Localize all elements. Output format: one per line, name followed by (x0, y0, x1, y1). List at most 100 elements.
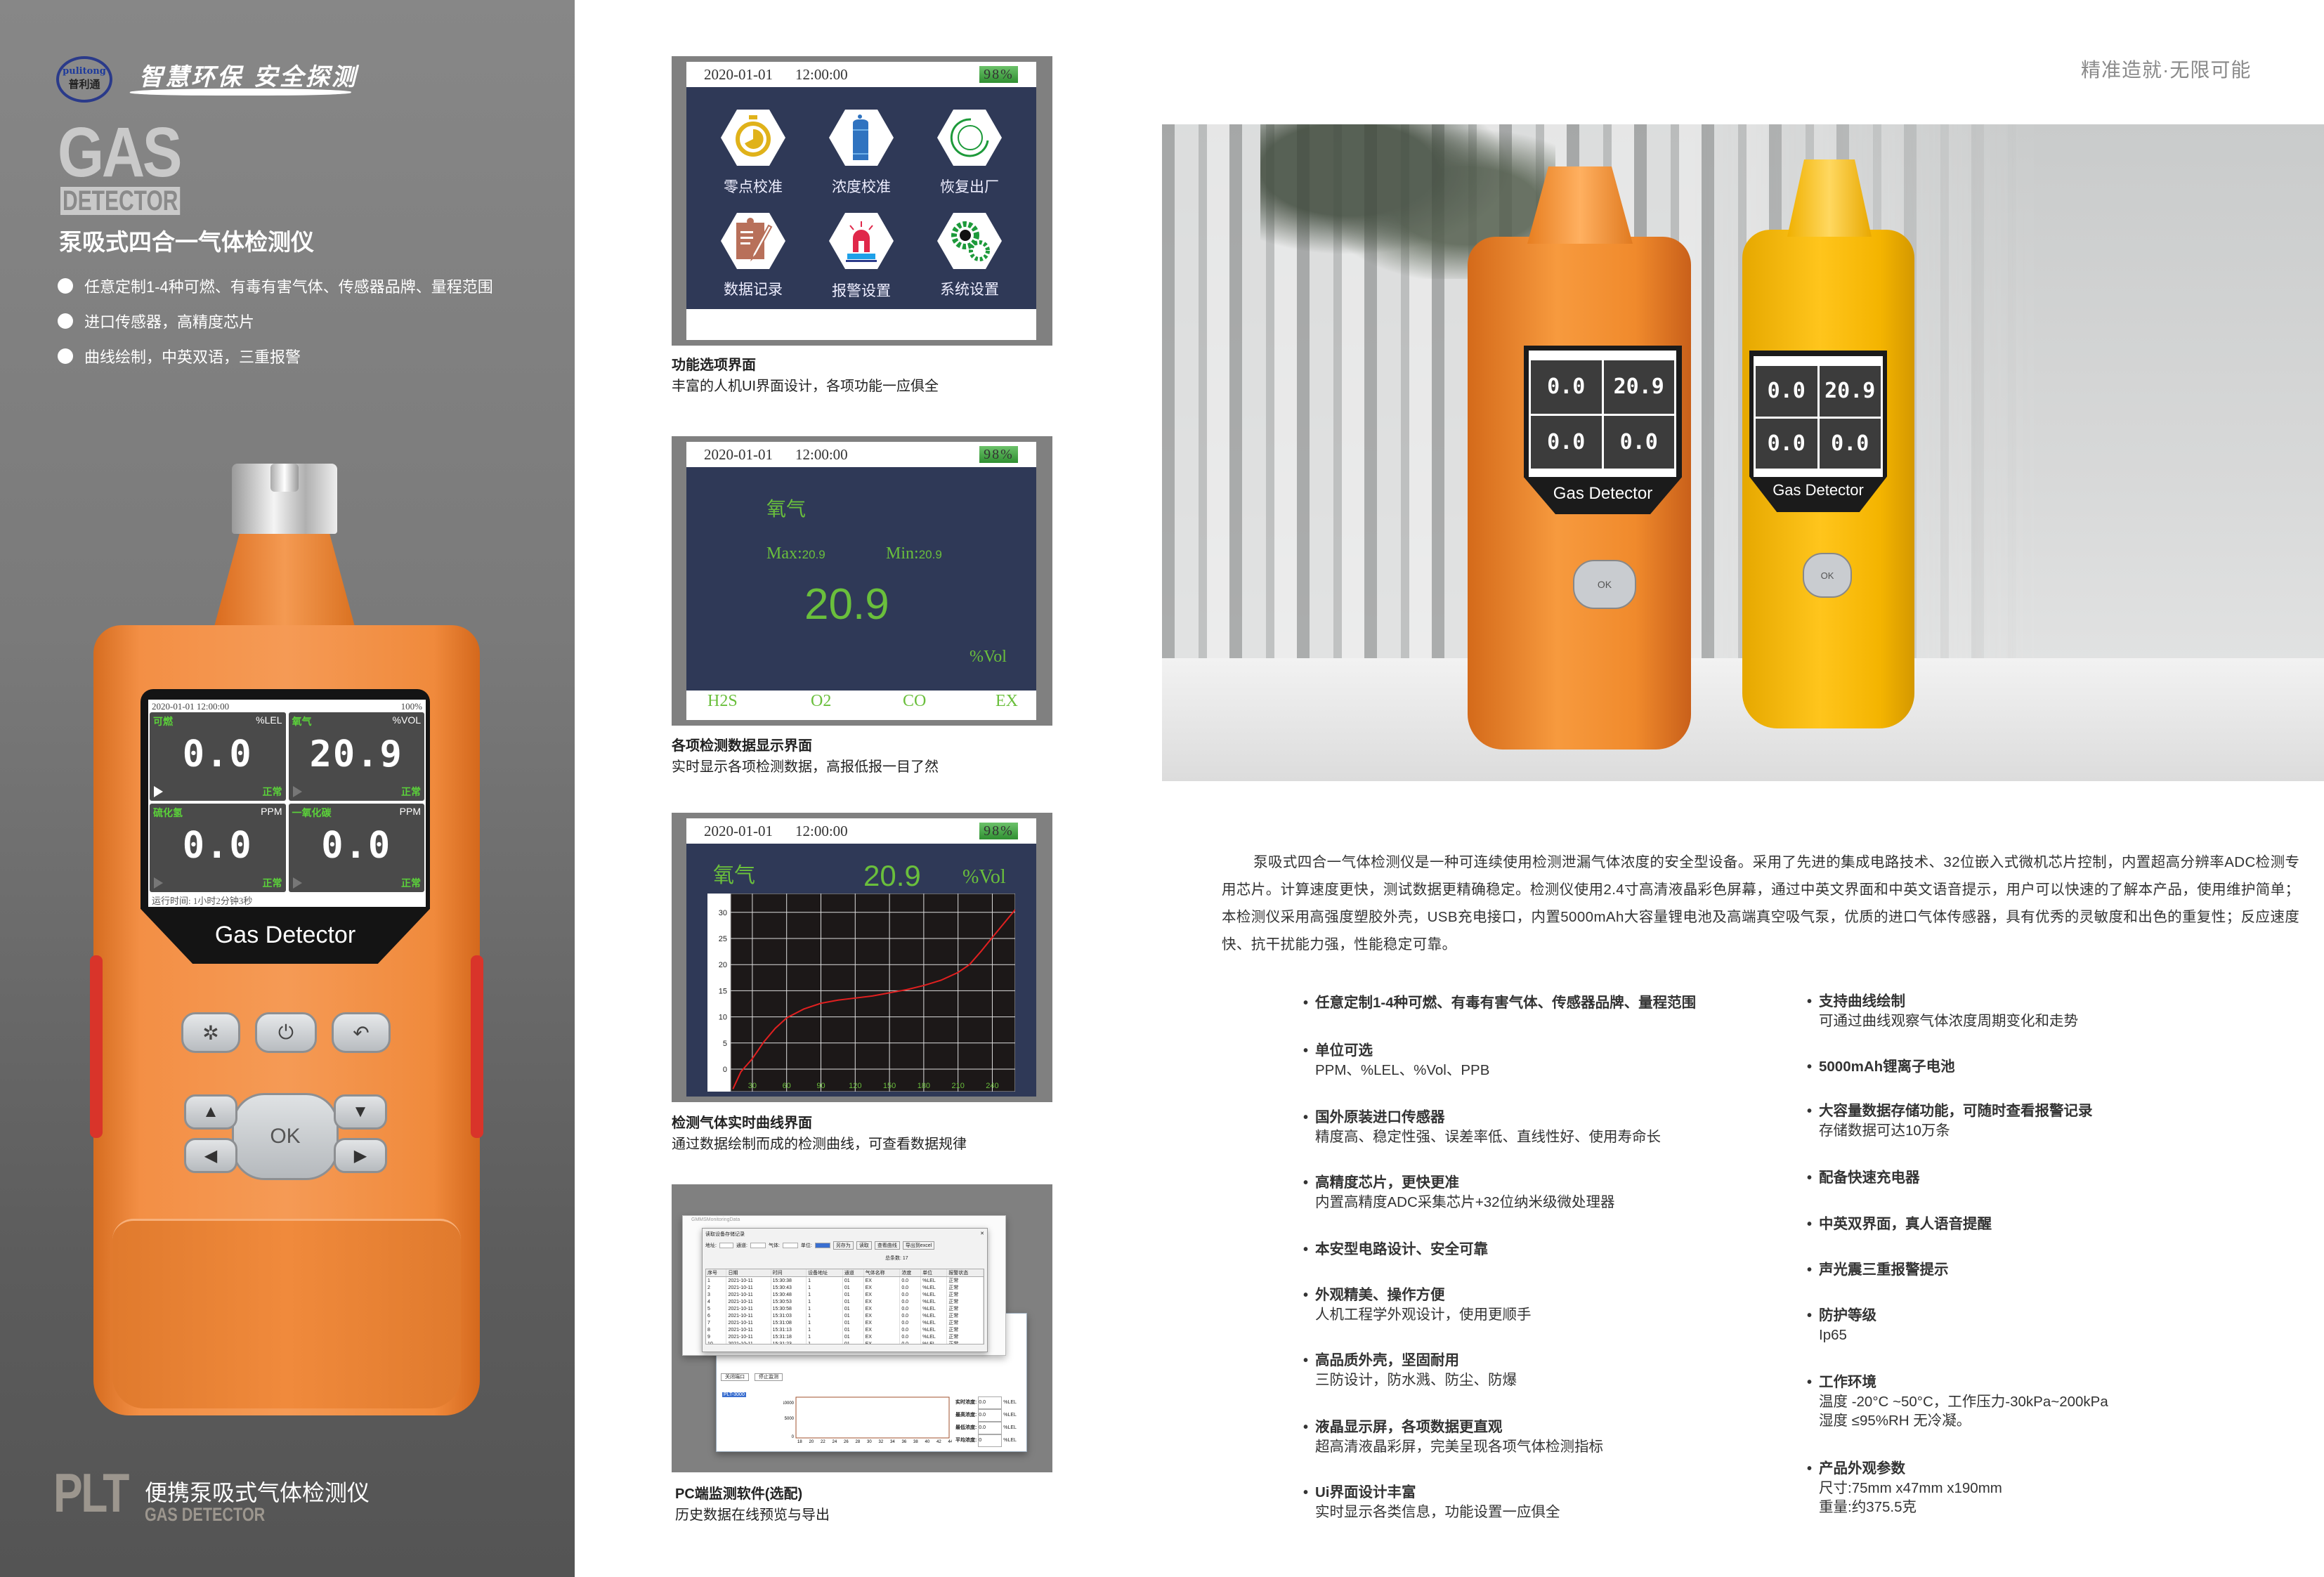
column-header[interactable]: 单位 (920, 1269, 948, 1277)
feature-title: 高品质外壳，坚固耐用 (1315, 1351, 1517, 1370)
column-header[interactable]: 通道 (842, 1269, 864, 1277)
table-cell: 0.0 (899, 1276, 922, 1284)
field-value[interactable]: 0.0 (978, 1396, 1003, 1409)
tab-o2[interactable]: O2 (811, 692, 832, 710)
back-button[interactable]: ↶ (332, 1012, 391, 1053)
export-excel-button[interactable]: 导出到excel (902, 1241, 935, 1250)
status-bar: 2020-01-01 12:00:00 98% (686, 62, 1036, 87)
menu-item-concentration-calibration[interactable] (829, 110, 894, 166)
gas-name: 一氧化碳 (292, 807, 332, 818)
x-tick-label: 150 (883, 1082, 896, 1090)
column-header[interactable]: 气体名称 (863, 1269, 901, 1277)
footer-product-en: GAS DETECTOR (145, 1504, 266, 1525)
product-photo: 0.0 20.9 0.0 0.0 Gas Detector OK 0.0 20.… (1162, 124, 2324, 781)
field-value[interactable]: 0.0 (978, 1422, 1003, 1434)
table-cell: 15:30:48 (771, 1291, 807, 1298)
feature-title: 液晶显示屏，各项数据更直观 (1315, 1418, 1603, 1437)
field-value[interactable]: 0.0 (978, 1409, 1003, 1422)
product-intro: 泵吸式四合一气体检测仪是一种可连续使用检测泄漏气体浓度的安全型设备。采用了先进的… (1222, 854, 2300, 953)
field-label: 最高浓度: (955, 1413, 977, 1418)
back-icon: ↶ (353, 1021, 370, 1044)
tab-ex[interactable]: EX (995, 692, 1018, 710)
tab-h2s[interactable]: H2S (707, 692, 738, 710)
column-header[interactable]: 时间 (771, 1269, 807, 1277)
menu-item-zero-calibration[interactable] (721, 110, 785, 166)
down-button[interactable]: ▼ (334, 1094, 387, 1130)
column-header[interactable]: 序号 (706, 1269, 727, 1277)
table-cell: 8 (706, 1326, 727, 1333)
table-cell: 2021-10-11 (726, 1298, 771, 1305)
column-header[interactable]: 设备地址 (806, 1269, 843, 1277)
left-button[interactable]: ◀ (184, 1138, 237, 1173)
y-tick-label: 25 (719, 935, 727, 943)
close-port-button[interactable]: 关闭端口 (721, 1373, 749, 1381)
x-tick-label: 42 (936, 1440, 941, 1444)
column-header[interactable]: 日期 (726, 1269, 771, 1277)
device-lcd: 2020-01-01 12:00:00 100% 可燃 %LEL 0.0 正常 … (148, 700, 426, 907)
read-button[interactable]: 读取 (856, 1241, 872, 1250)
address-input[interactable] (719, 1243, 733, 1248)
unit-select[interactable] (814, 1243, 830, 1248)
records-dialog: 读取设备存储记录✕ 地址: 通道: 气体: 单位: 另存为 读取 查看曲线 导出… (702, 1228, 988, 1352)
device-tree-node[interactable]: PLT-3000 (722, 1392, 746, 1397)
y-tick-label: 5 (723, 1040, 727, 1048)
gas-select[interactable] (782, 1243, 798, 1248)
y-tick-label: 30 (719, 909, 727, 917)
detector-wordmark: DETECTOR (60, 187, 181, 215)
close-icon[interactable]: ✕ (980, 1231, 984, 1236)
feature-desc: 温度 -20°C ~50°C，工作压力-30kPa~200kPa (1819, 1394, 2108, 1410)
status-time: 12:00:00 (795, 66, 848, 83)
save-as-button[interactable]: 另存为 (833, 1241, 854, 1250)
feature-title: 工作环境 (1819, 1373, 2108, 1392)
feature-title: 声光震三重报警提示 (1819, 1260, 1949, 1280)
menu-item-alarm-settings[interactable] (829, 213, 894, 269)
gas-value: 0.0 (182, 733, 253, 776)
menu-item-system-settings[interactable] (937, 213, 1002, 269)
menu-label: 数据记录 (724, 282, 783, 298)
feature-desc: 三防设计，防水溅、防尘、防爆 (1315, 1372, 1517, 1388)
tab-co[interactable]: CO (903, 692, 927, 710)
panel-caption-title: PC端监测软件(选配) (675, 1486, 803, 1502)
gas-unit: %LEL (256, 714, 282, 726)
menu-item-factory-reset[interactable] (937, 110, 1002, 166)
table-cell: EX (863, 1319, 901, 1326)
x-tick-label: 40 (925, 1440, 930, 1444)
field-value[interactable]: 0 (978, 1434, 1003, 1447)
feature-desc: 实时显示各类信息，功能设置一应俱全 (1315, 1504, 1560, 1520)
menu-item-data-records[interactable] (721, 213, 785, 269)
up-button[interactable]: ▲ (184, 1094, 237, 1130)
channel-select[interactable] (750, 1243, 766, 1248)
filter-label: 气体: (768, 1243, 780, 1248)
ok-button[interactable]: OK (232, 1093, 339, 1180)
feature-desc: 重量:约375.5克 (1819, 1499, 1917, 1515)
right-slogan: 精准造就·无限可能 (2081, 59, 2252, 81)
stop-monitor-button[interactable]: 停止监测 (754, 1373, 783, 1381)
view-curve-button[interactable]: 查看曲线 (874, 1241, 900, 1250)
y-tick-label: 0 (723, 1066, 727, 1074)
table-cell: 15:31:13 (771, 1326, 807, 1333)
max-reading: Max:20.9 (766, 544, 825, 563)
power-button[interactable]: ⏻ (255, 1012, 317, 1053)
right-button[interactable]: ▶ (334, 1138, 387, 1173)
fan-button[interactable]: ✲ (181, 1012, 240, 1053)
feature-title: 国外原装进口传感器 (1315, 1108, 1661, 1127)
table-cell: %LEL (920, 1312, 948, 1319)
column-header[interactable]: 浓度 (899, 1269, 922, 1277)
x-tick-label: 30 (867, 1440, 872, 1444)
x-tick-label: 26 (844, 1440, 849, 1444)
column-header[interactable]: 报警状态 (946, 1269, 984, 1277)
menu-label: 报警设置 (832, 283, 891, 299)
